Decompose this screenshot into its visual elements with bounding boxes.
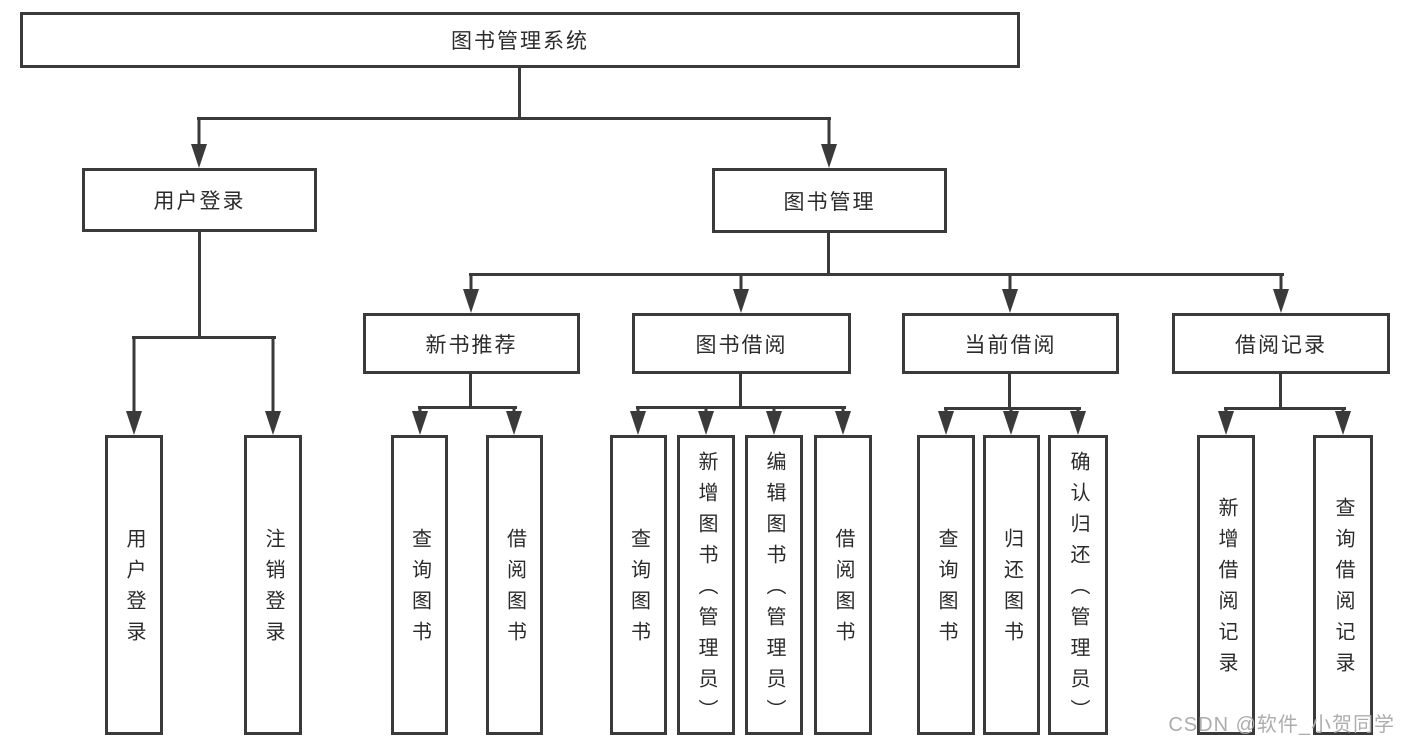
node-book-mgmt-label: 图书管理: [783, 190, 876, 214]
leaf-borrow-query-book-label: 查询图书: [627, 528, 650, 652]
leaf-borrow-add-book-label: 新增图书（管理员）: [695, 450, 717, 730]
connector-line: [132, 336, 276, 339]
connector-line: [1008, 374, 1011, 410]
leaf-current-confirm-return: 确认归还（管理员）: [1048, 435, 1108, 735]
connector-arrow: [1003, 410, 1019, 435]
leaf-newrec-borrow-book: 借阅图书: [486, 435, 543, 735]
connector-line: [518, 68, 521, 118]
leaf-user-login-label: 用户登录: [123, 528, 145, 652]
connector-arrow: [412, 409, 428, 435]
leaf-borrow-edit-book-label: 编辑图书（管理员）: [763, 450, 785, 730]
connector-arrow: [463, 276, 479, 313]
connector-arrow: [630, 409, 646, 435]
leaf-record-add: 新增借阅记录: [1197, 435, 1255, 735]
leaf-record-add-label: 新增借阅记录: [1215, 497, 1237, 683]
leaf-current-confirm-return-label: 确认归还（管理员）: [1067, 450, 1089, 730]
connector-line: [469, 374, 472, 409]
connector-line: [418, 406, 517, 409]
node-borrow-record: 借阅记录: [1172, 313, 1390, 374]
connector-arrow: [1002, 276, 1018, 313]
node-user-login: 用户登录: [82, 168, 317, 232]
leaf-logout-label: 注销登录: [262, 528, 284, 652]
node-current-borrow: 当前借阅: [902, 313, 1119, 374]
connector-arrow: [1070, 410, 1086, 435]
leaf-current-return-book-label: 归还图书: [1000, 528, 1023, 652]
connector-arrow: [1273, 276, 1289, 313]
connector-arrow: [938, 410, 954, 435]
connector-line: [739, 374, 742, 409]
leaf-record-query: 查询借阅记录: [1313, 435, 1373, 735]
connector-line: [827, 233, 830, 276]
node-new-book-rec-label: 新书推荐: [425, 333, 518, 357]
leaf-logout: 注销登录: [244, 435, 302, 735]
leaf-borrow-borrow-book-label: 借阅图书: [832, 528, 854, 652]
connector-arrow: [191, 119, 207, 168]
connector-line: [198, 232, 201, 339]
node-new-book-rec: 新书推荐: [363, 313, 580, 374]
connector-arrow: [1218, 410, 1234, 435]
leaf-current-return-book: 归还图书: [983, 435, 1040, 735]
leaf-current-query-book: 查询图书: [917, 435, 975, 735]
leaf-newrec-query-book-label: 查询图书: [408, 528, 431, 652]
connector-arrow: [265, 339, 281, 435]
node-book-borrow-label: 图书借阅: [695, 333, 788, 357]
connector-line: [944, 407, 1081, 410]
connector-arrow: [733, 276, 749, 313]
watermark: CSDN @软件_小贺同学: [1168, 714, 1395, 736]
connector-arrow: [766, 409, 782, 435]
connector-line: [469, 273, 1284, 276]
connector-arrow: [835, 409, 851, 435]
leaf-borrow-add-book: 新增图书（管理员）: [677, 435, 735, 735]
connector-arrow: [126, 339, 142, 435]
node-book-mgmt: 图书管理: [712, 168, 947, 233]
node-root: 图书管理系统: [20, 12, 1020, 68]
connector-line: [1224, 407, 1346, 410]
connector-arrow: [506, 409, 522, 435]
leaf-borrow-edit-book: 编辑图书（管理员）: [745, 435, 803, 735]
node-root-label: 图书管理系统: [451, 30, 589, 53]
leaf-borrow-borrow-book: 借阅图书: [814, 435, 872, 735]
leaf-borrow-query-book: 查询图书: [610, 435, 667, 735]
leaf-user-login: 用户登录: [105, 435, 163, 735]
leaf-newrec-query-book: 查询图书: [391, 435, 448, 735]
connector-arrow: [698, 409, 714, 435]
node-borrow-record-label: 借阅记录: [1235, 333, 1327, 357]
connector-arrow: [1335, 410, 1351, 435]
leaf-record-query-label: 查询借阅记录: [1332, 497, 1354, 683]
connector-line: [636, 406, 846, 409]
node-current-borrow-label: 当前借阅: [964, 333, 1057, 357]
connector-line: [1279, 374, 1282, 410]
connector-arrow: [821, 119, 837, 168]
leaf-newrec-borrow-book-label: 借阅图书: [503, 528, 526, 652]
node-user-login-label: 用户登录: [153, 190, 246, 213]
connector-line: [197, 117, 831, 120]
node-book-borrow: 图书借阅: [632, 313, 851, 374]
leaf-current-query-book-label: 查询图书: [935, 528, 957, 652]
